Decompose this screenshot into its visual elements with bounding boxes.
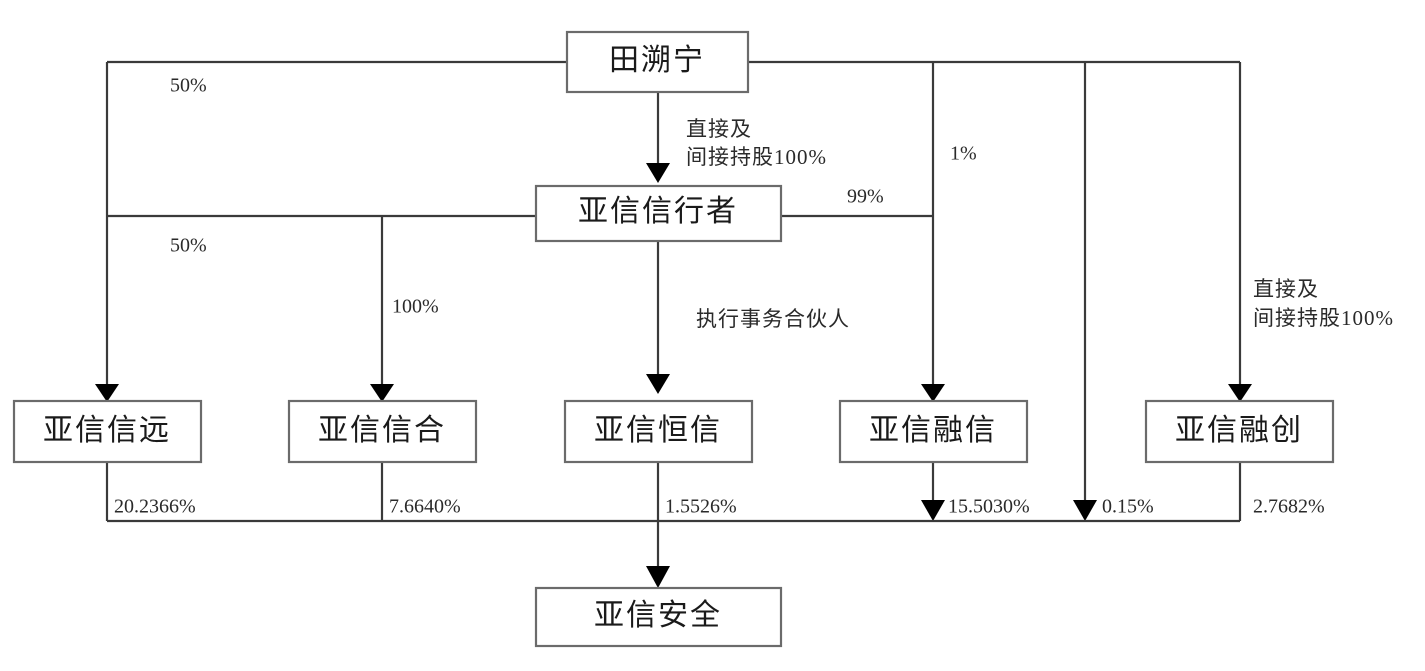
node-box-yaxin-anquan[interactable] [534,586,783,648]
node-yaxin-rongchuang[interactable]: 亚信融创 [1144,399,1335,464]
edge-label-level2-to-hengxin: 执行事务合伙人 [696,307,850,331]
holding-label-hengxin: 1.5526% [665,496,737,518]
node-box-tian-suning[interactable] [565,30,750,94]
node-box-yaxin-rongchuang[interactable] [1144,399,1335,464]
node-yaxin-xinyuan[interactable]: 亚信信远 [12,399,203,464]
edge-label-root-to-rongchuang-line2: 间接持股100% [1253,306,1394,330]
node-yaxin-xinhe[interactable]: 亚信信合 [287,399,478,464]
edge-label-level2-to-xinyuan: 50% [170,235,207,257]
arrow-into-xinyuan [95,384,119,402]
arrow-into-xinhe [370,384,394,402]
holding-label-direct: 0.15% [1102,496,1154,518]
arrow-into-level2 [646,163,670,183]
node-box-yaxin-xinyuan[interactable] [12,399,203,464]
node-box-yaxin-xinhe[interactable] [287,399,478,464]
holding-label-xinyuan: 20.2366% [114,496,196,518]
arrow-rongxin-155030 [921,500,945,521]
node-label-yaxin-xinhe: 亚信信合 [318,414,446,447]
arrow-into-rongchuang [1228,384,1252,402]
holding-label-rongxin: 15.5030% [948,496,1030,518]
arrow-direct-015 [1073,500,1097,521]
edge-label-level2-to-rongxin: 99% [847,186,884,208]
edge-label-root-to-rongxin: 1% [950,143,977,165]
arrow-into-hengxin [646,374,670,394]
node-label-yaxin-anquan: 亚信安全 [594,599,722,632]
edge-label-root-to-level2-line2: 间接持股100% [686,145,827,169]
node-label-yaxin-xinyuan: 亚信信远 [43,414,171,447]
node-yaxin-hengxin[interactable]: 亚信恒信 [563,399,754,464]
node-yaxin-anquan[interactable]: 亚信安全 [534,586,783,648]
edge-label-root-to-level2-line1: 直接及 [686,117,752,141]
node-label-yaxin-rongchuang: 亚信融创 [1175,414,1303,447]
edge-label-root-to-xinyuan: 50% [170,75,207,97]
node-yaxin-xinxingzhe[interactable]: 亚信信行者 [534,184,783,243]
node-label-yaxin-xinxingzhe: 亚信信行者 [578,195,738,228]
node-box-yaxin-hengxin[interactable] [563,399,754,464]
node-label-yaxin-rongxin: 亚信融信 [869,414,997,447]
node-box-yaxin-xinxingzhe[interactable] [534,184,783,243]
node-label-tian-suning: 田溯宁 [609,44,705,77]
node-yaxin-rongxin[interactable]: 亚信融信 [838,399,1029,464]
edge-label-root-to-rongchuang-line1: 直接及 [1253,277,1319,301]
arrow-into-anquan [646,566,670,588]
node-box-yaxin-rongxin[interactable] [838,399,1029,464]
holding-label-rongchuang: 2.7682% [1253,496,1325,518]
holding-label-xinhe: 7.6640% [389,496,461,518]
connector-lines [95,60,1252,588]
node-tian-suning[interactable]: 田溯宁 [565,30,750,94]
node-label-yaxin-hengxin: 亚信恒信 [594,414,722,447]
edge-label-level2-to-xinhe: 100% [392,296,439,318]
arrow-into-rongxin [921,384,945,402]
